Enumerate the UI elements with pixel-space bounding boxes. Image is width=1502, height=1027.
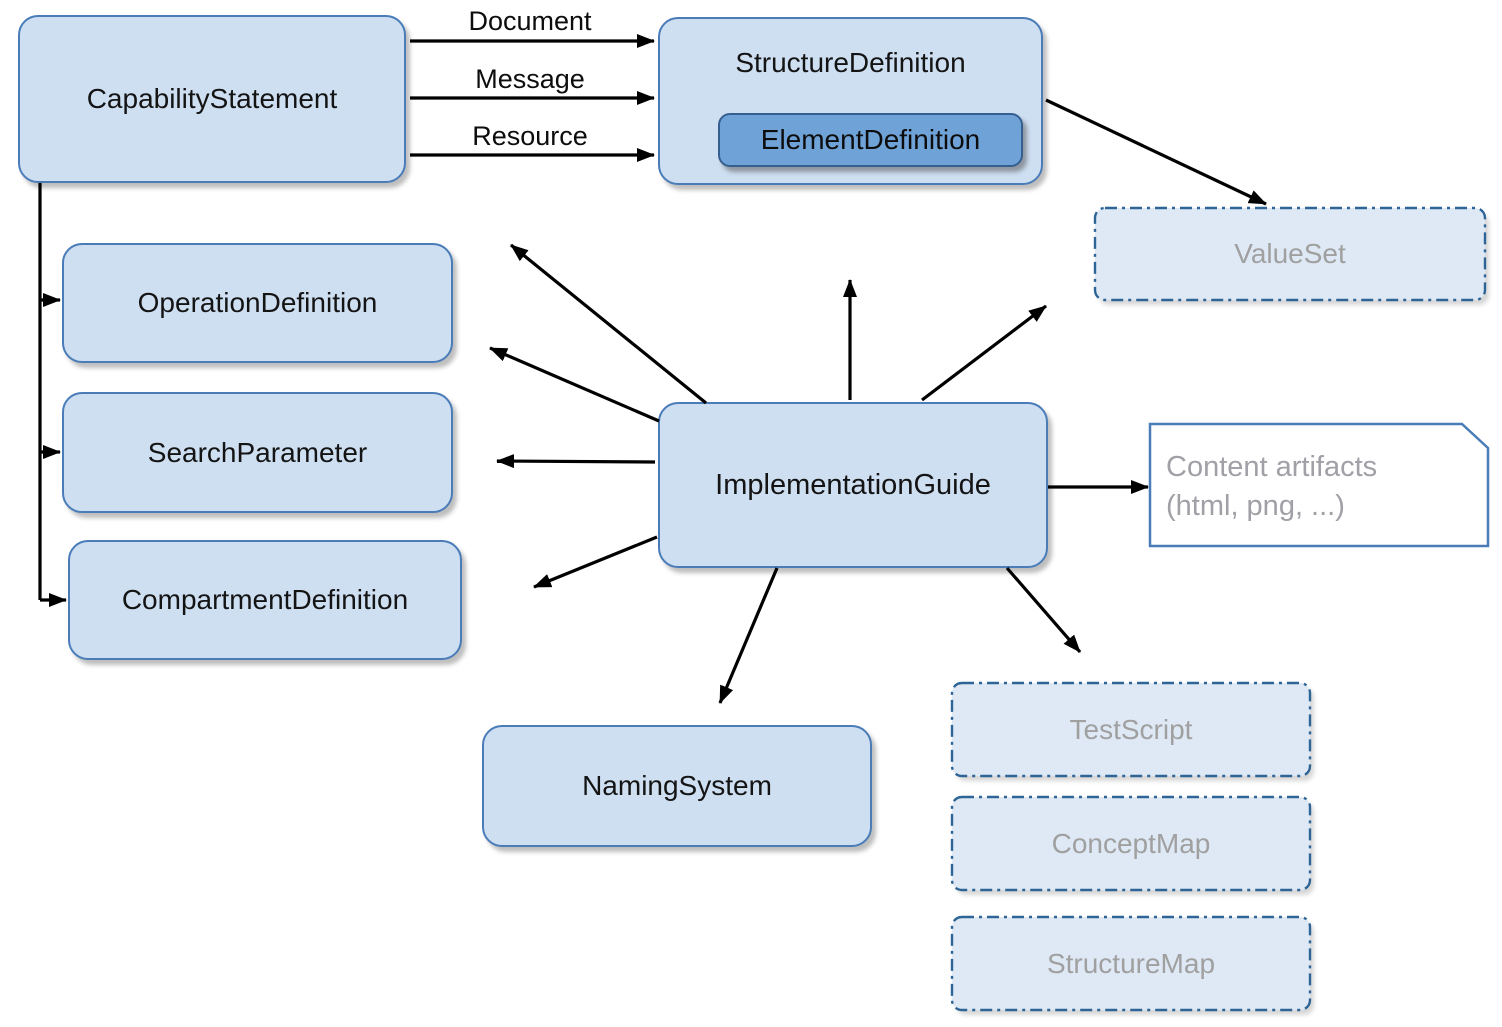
node-structure-map-label: StructureMap [1046,947,1216,979]
node-test-script-label: TestScript [1069,713,1193,745]
node-concept-map-label: ConceptMap [1051,827,1211,859]
node-capability-statement-label: CapabilityStatement [86,83,338,114]
node-operation-definition-label: OperationDefinition [137,287,378,318]
node-implementation-guide: ImplementationGuide [658,402,1048,568]
node-value-set: ValueSet [1095,208,1485,300]
edge-label-resource: Resource [472,121,588,151]
node-content-artifacts-label: Content artifacts (html, png, ...) [1166,448,1476,526]
node-structure-map: StructureMap [952,917,1310,1010]
node-compartment-definition: CompartmentDefinition [68,540,462,660]
content-artifacts-line2: (html, png, ...) [1166,490,1345,522]
node-element-definition: ElementDefinition [718,113,1023,167]
node-concept-map: ConceptMap [952,797,1310,890]
node-value-set-label: ValueSet [1234,238,1346,269]
node-capability-statement: CapabilityStatement [18,15,406,183]
node-naming-system: NamingSystem [482,725,872,847]
node-search-parameter: SearchParameter [62,392,453,513]
node-compartment-definition-label: CompartmentDefinition [121,584,409,615]
node-operation-definition: OperationDefinition [62,243,453,363]
node-element-definition-label: ElementDefinition [760,124,981,155]
node-search-parameter-label: SearchParameter [147,436,368,468]
node-test-script: TestScript [952,683,1310,776]
edge-label-document: Document [468,6,592,36]
edge-label-message: Message [475,64,585,94]
node-structure-definition-label: StructureDefinition [735,47,966,78]
node-naming-system-label: NamingSystem [582,770,772,801]
content-artifacts-line1: Content artifacts [1166,451,1378,483]
node-implementation-guide-label: ImplementationGuide [715,468,991,501]
